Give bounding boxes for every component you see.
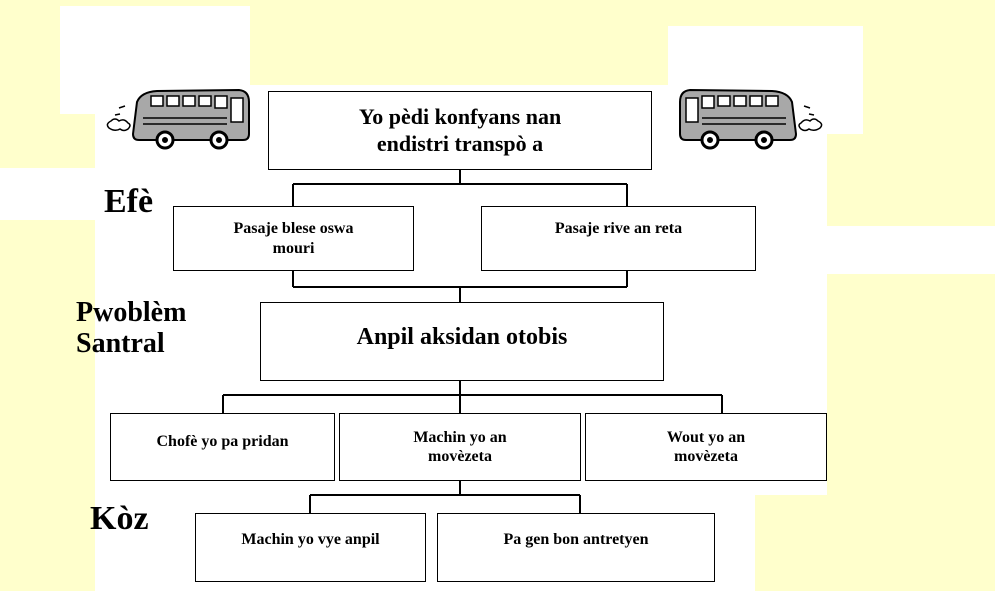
root-cause-2-line-1: Pa gen bon antretyen bbox=[503, 531, 649, 548]
cause-1-line-1: Chofè yo pa pridan bbox=[156, 433, 289, 450]
root-cause-box-2: Pa gen bon antretyen bbox=[437, 513, 715, 582]
cause-2-line-2: movèzeta bbox=[428, 448, 492, 465]
cause-3-line-1: Wout yo an bbox=[666, 428, 746, 446]
background-panel bbox=[95, 490, 195, 591]
causes-label: Kòz bbox=[90, 500, 149, 537]
effect-box-2: Pasaje rive an reta bbox=[481, 206, 756, 271]
effect-1-line-1: Pasaje blese oswa bbox=[233, 220, 354, 238]
problem-label-line-1: Pwoblèm bbox=[76, 297, 187, 328]
bus-icon-left bbox=[106, 88, 250, 150]
top-effect-line-1: Yo pèdi konfyans nan bbox=[358, 104, 562, 130]
bus-icon-right bbox=[679, 88, 823, 150]
effect-box-1: Pasaje blese oswa mouri bbox=[173, 206, 414, 271]
top-effect-box: Yo pèdi konfyans nan endistri transpò a bbox=[268, 91, 652, 170]
cause-3-line-2: movèzeta bbox=[674, 448, 738, 465]
cause-box-2: Machin yo an movèzeta bbox=[339, 413, 581, 481]
central-problem-box: Anpil aksidan otobis bbox=[260, 302, 664, 381]
cause-2-line-1: Machin yo an bbox=[413, 428, 507, 446]
root-cause-box-1: Machin yo vye anpil bbox=[195, 513, 426, 582]
problem-label-line-2: Santral bbox=[76, 327, 165, 359]
cause-box-1: Chofè yo pa pridan bbox=[110, 413, 335, 481]
effect-2-line-1: Pasaje rive an reta bbox=[554, 220, 683, 237]
central-problem-text: Anpil aksidan otobis bbox=[356, 324, 568, 350]
top-effect-line-2: endistri transpò a bbox=[376, 130, 544, 156]
background-panel bbox=[827, 226, 995, 274]
root-cause-1-line-1: Machin yo vye anpil bbox=[241, 531, 380, 548]
effect-1-line-2: mouri bbox=[272, 239, 315, 257]
effects-label: Efè bbox=[104, 183, 154, 220]
background-panel bbox=[0, 168, 95, 220]
problem-label: Pwoblèm Santral bbox=[76, 297, 187, 360]
cause-box-3: Wout yo an movèzeta bbox=[585, 413, 827, 481]
